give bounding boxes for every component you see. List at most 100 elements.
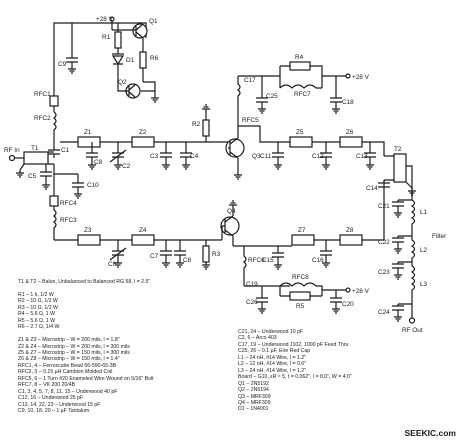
parts-list-line: C2, 6 – Arco 403 xyxy=(238,335,277,342)
label-c1: C1 xyxy=(61,147,70,154)
label-z7: Z7 xyxy=(298,227,306,234)
label-c11: C11 xyxy=(260,153,272,160)
parts-list-line: Z1 & Z3 – Microstrip – W = 200 mils, l =… xyxy=(18,337,120,344)
label-c18: C18 xyxy=(342,99,354,106)
bias-network: +28 V Q1 R1 D1 R6 Q2 C9 xyxy=(34,16,160,136)
label-c7: C7 xyxy=(150,253,159,260)
label-t1: T1 xyxy=(31,145,39,152)
parts-list-line: RFC7, 8 – VK 200 20/4B xyxy=(18,382,76,389)
label-r4: R4 xyxy=(295,54,304,61)
label-v28-top: +28 V xyxy=(96,16,114,23)
label-rf-out: RF Out xyxy=(402,327,423,334)
supply-terminal-bottom xyxy=(345,287,351,293)
parts-list-line: R1 – 1 k, 1/2 W xyxy=(18,291,54,298)
label-c12: C12 xyxy=(312,153,324,160)
label-d1: D1 xyxy=(126,57,135,64)
parts-list-line: R4 – 5.6 Ω, 1 W xyxy=(18,311,56,318)
label-c16: C16 xyxy=(312,257,324,264)
supply-terminal-mid xyxy=(345,73,351,79)
coil-rfc6 xyxy=(233,245,247,286)
balun-t2 xyxy=(393,153,407,183)
microstrip-z7 xyxy=(291,234,315,246)
label-z1: Z1 xyxy=(84,129,92,136)
coil-rfc5 xyxy=(237,76,241,126)
label-c25: C25 xyxy=(266,93,278,100)
microstrip-z6 xyxy=(339,136,363,148)
label-rfc4: RFC4 xyxy=(60,200,77,207)
label-c15: C15 xyxy=(262,257,274,264)
label-rfc8: RFC8 xyxy=(292,274,309,281)
label-c26: C26 xyxy=(246,299,258,306)
rf-input-connector xyxy=(8,154,16,162)
parts-list-line: RFC5, 6 – 1 Turn #20 Enameled Wire Wound… xyxy=(18,375,154,382)
parts-list-line: T1 & T2 – Balun, Unbalanced to Balanced … xyxy=(18,279,151,285)
label-rfc3: RFC3 xyxy=(60,217,77,224)
label-r3: R3 xyxy=(212,251,221,258)
label-v28-bottom: +28 V xyxy=(352,288,370,295)
label-z2: Z2 xyxy=(139,129,147,136)
label-rfc2: RFC2 xyxy=(34,115,51,122)
label-q1: Q1 xyxy=(149,18,158,25)
label-rfc7: RFC7 xyxy=(294,91,311,98)
output-filter: T2 C21 L1 Filter C22 L2 C23 L3 C24 RF Ou… xyxy=(378,146,447,334)
transistor-q4 xyxy=(220,208,240,246)
label-q3: Q3 xyxy=(252,153,261,160)
parts-list-line: C13, 14, 22, 23 – Underwood 15 pF xyxy=(18,401,101,408)
upper-chain: Z1 Z2 C8 C2 C3 C4 R2 Q3 xyxy=(60,54,385,180)
parts-list-line: Q3 – MRF309 xyxy=(238,393,271,400)
parts-list-line: Z2 & Z4 – Microstrip – W = 200 mils, l =… xyxy=(18,343,130,350)
label-z6: Z6 xyxy=(346,129,354,136)
ferrite-bead-rfc1 xyxy=(49,95,59,107)
input-section: RF In T1 C1 C5 RFC4 RFC3 C10 xyxy=(4,136,99,240)
label-r1: R1 xyxy=(102,34,111,41)
label-c23: C23 xyxy=(378,269,390,276)
label-z8: Z8 xyxy=(346,227,354,234)
label-c21: C21 xyxy=(378,203,390,210)
parts-list-line: C25, 26 – 0.1 µF, Erie Red Cap xyxy=(238,348,311,355)
label-v28-mid: +28 V xyxy=(352,74,370,81)
coil-rfc2 xyxy=(53,106,57,136)
microstrip-z2 xyxy=(131,136,155,148)
label-filter: Filter xyxy=(432,233,447,240)
parts-list-line: Z6 & Z8 – Microstrip – W = 150 mils, l =… xyxy=(18,356,120,363)
label-c14: C14 xyxy=(366,185,378,192)
label-q2: Q2 xyxy=(118,79,127,86)
resistor-r5 xyxy=(289,291,311,301)
resistor-r1 xyxy=(114,31,122,49)
coil-rfc3 xyxy=(53,206,57,240)
label-r2: R2 xyxy=(192,121,201,128)
transistor-q1 xyxy=(111,23,148,39)
parts-list-line: L1 – 24 nH, #14 Wire, l = 1.2" xyxy=(238,354,307,361)
label-l3: L3 xyxy=(420,281,428,288)
label-q4: Q4 xyxy=(227,208,236,215)
parts-list-line: RFC2, 3 – 0.15 µH Cambion Molded Coil xyxy=(18,369,113,376)
label-c8: C8 xyxy=(94,159,103,166)
parts-list-line: Board – G10, εR ≈ 5, t = 0.062", l = 8.0… xyxy=(238,374,352,381)
diode-d1 xyxy=(111,55,125,66)
label-l2: L2 xyxy=(420,247,428,254)
resistor-r2 xyxy=(202,119,210,137)
parts-list-left: T1 & T2 – Balun, Unbalanced to Balanced … xyxy=(18,279,154,415)
parts-list-line: Q4 – MRF309 xyxy=(238,399,271,406)
label-t2: T2 xyxy=(394,146,402,153)
watermark: SEEKIC.com xyxy=(404,428,457,438)
label-rfc1: RFC1 xyxy=(34,91,51,98)
parts-list-line: Z5 & Z7 – Microstrip – W = 150 mils, l =… xyxy=(18,349,130,356)
resistor-r3 xyxy=(202,245,210,263)
label-c17: C17 xyxy=(244,77,256,84)
label-c20: C20 xyxy=(342,301,354,308)
parts-list-line: C1, 3, 4, 5, 7, 8, 11, 15 – Underwood 40… xyxy=(18,388,118,395)
label-c3: C3 xyxy=(150,153,159,160)
label-c2: C2 xyxy=(122,163,131,170)
parts-list-line: RFC1, 4 – Ferroxcube Bead 56-590-65-3B xyxy=(18,362,117,369)
parts-list-line: Q1 – 2N5192 xyxy=(238,380,269,387)
label-r5: R5 xyxy=(296,303,305,310)
parts-list-line: C21, 24 – Underwood 10 pF xyxy=(238,329,304,335)
microstrip-z5 xyxy=(289,136,313,148)
parts-list-line: R5 – 5.6 Ω, 1 W xyxy=(18,317,56,324)
label-z4: Z4 xyxy=(139,227,147,234)
label-c4: C4 xyxy=(190,153,199,160)
